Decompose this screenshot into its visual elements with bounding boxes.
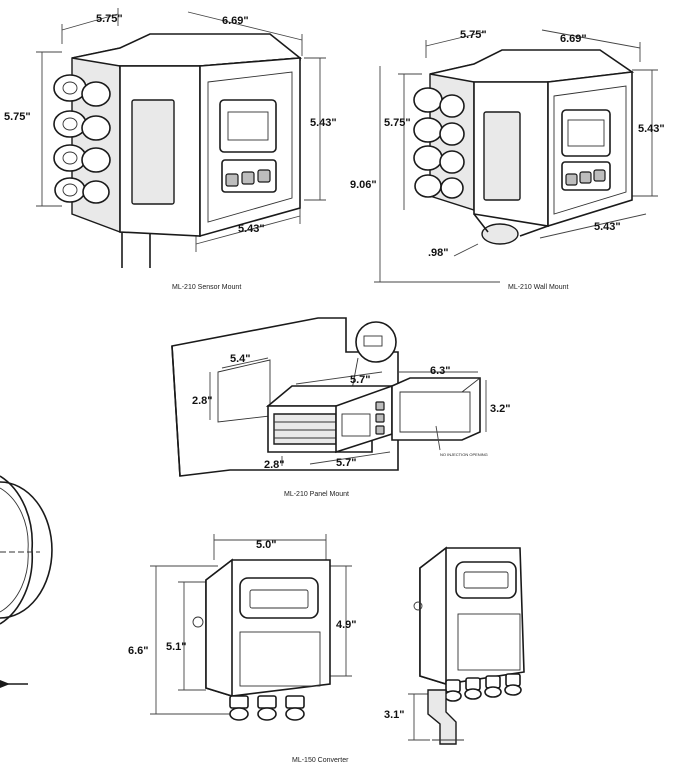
panel-mount-caption: ML-210 Panel Mount <box>284 491 349 498</box>
wall-mount-drawing: 5.75" 6.69" 5.75" 9.06" 5.43" 5.43" .98"… <box>350 29 665 291</box>
panel-mount-dim-front-height: 2.8" <box>264 459 285 471</box>
sensor-mount-dimension-lines <box>36 8 326 252</box>
converter-front-glands <box>229 695 305 721</box>
panel-mount-note: NO INJECTION OPENING <box>440 452 488 457</box>
sensor-mount-dim-top-left: 5.75" <box>96 13 123 25</box>
sensor-mount-drawing: 5.75" 6.69" 5.75" 5.43" 5.43" ML-210 Sen… <box>4 8 337 291</box>
sensor-mount-cable-glands <box>53 74 111 204</box>
converter-rear-glands <box>444 673 522 702</box>
wall-mount-dim-left-outer: 9.06" <box>350 179 377 191</box>
panel-mount-dim-box-height: 3.2" <box>490 403 511 415</box>
wall-mount-dim-right: 5.43" <box>638 123 665 135</box>
panel-mount-dim-box-width: 6.3" <box>430 365 451 377</box>
panel-mount-dim-cutout-height: 2.8" <box>192 395 213 407</box>
converter-drawing: 5.0" 6.6" 5.1" 4.9" 3.1" ML-150 Converte… <box>128 534 525 764</box>
pipe-section-fragment <box>0 475 53 688</box>
wall-mount-dimension-lines <box>374 29 658 283</box>
sensor-mount-dim-top-right: 6.69" <box>222 15 249 27</box>
panel-mount-dim-cutout-width: 5.4" <box>230 353 251 365</box>
converter-caption: ML-150 Converter <box>292 757 349 764</box>
wall-mount-cable-glands <box>413 87 465 199</box>
converter-dim-bracket: 3.1" <box>384 709 405 721</box>
wall-mount-dim-top-right: 6.69" <box>560 33 587 45</box>
panel-mount-drawing: 5.4" 2.8" 5.7" 6.3" 3.2" 2.8" 5.7" NO IN… <box>171 317 511 498</box>
panel-mount-dimension-lines <box>209 357 487 466</box>
sensor-mount-caption: ML-210 Sensor Mount <box>172 284 241 291</box>
wall-mount-caption: ML-210 Wall Mount <box>508 284 568 291</box>
sensor-mount-dim-left: 5.75" <box>4 111 31 123</box>
converter-dim-outer-height: 6.6" <box>128 645 149 657</box>
panel-mount-dim-depth-top: 5.7" <box>350 374 371 386</box>
wall-mount-dim-left-inner: 5.75" <box>384 117 411 129</box>
converter-dimension-lines <box>150 534 430 741</box>
sensor-mount-dim-bottom: 5.43" <box>238 223 265 235</box>
converter-dim-width: 5.0" <box>256 539 277 551</box>
converter-dim-right-height: 4.9" <box>336 619 357 631</box>
sensor-mount-dim-right: 5.43" <box>310 117 337 129</box>
panel-mount-dim-depth-bottom: 5.7" <box>336 457 357 469</box>
wall-mount-dim-base: .98" <box>428 247 449 259</box>
wall-mount-dim-bottom: 5.43" <box>594 221 621 233</box>
wall-mount-dim-top-left: 5.75" <box>460 29 487 41</box>
converter-dim-inner-height: 5.1" <box>166 641 187 653</box>
